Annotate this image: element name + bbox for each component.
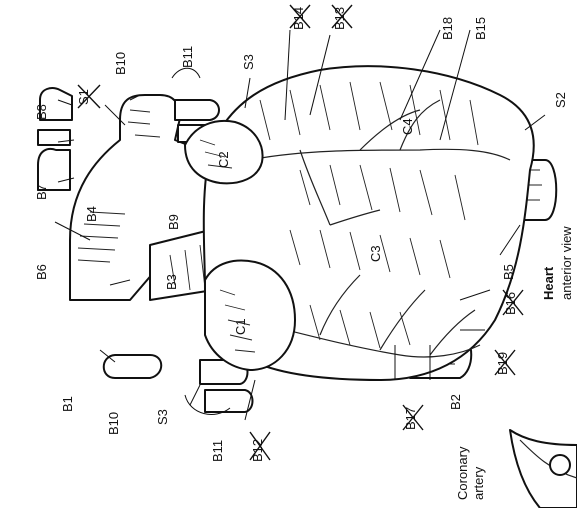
svg-text:B10: B10 (113, 52, 128, 75)
label-C4: C4 (400, 118, 415, 135)
svg-text:B11: B11 (180, 46, 195, 68)
svg-text:B8: B8 (34, 104, 49, 120)
svg-text:B2: B2 (448, 394, 463, 410)
svg-text:S2: S2 (553, 92, 568, 108)
label-B3: B3 (164, 274, 179, 290)
svg-text:B15: B15 (473, 17, 488, 40)
svg-text:C4: C4 (400, 118, 415, 135)
label-B6: B6 (34, 264, 49, 280)
label-B10-top: B10 (113, 52, 128, 75)
label-B15: B15 (473, 17, 488, 40)
svg-text:S3: S3 (155, 409, 170, 425)
label-S2: S2 (553, 92, 568, 108)
label-B18: B18 (440, 17, 455, 40)
label-B9: B9 (166, 214, 181, 230)
label-B8: B8 (34, 104, 49, 120)
label-B10-bottom: B10 (106, 412, 121, 435)
svg-text:B1: B1 (60, 396, 75, 412)
label-S3-top: S3 (241, 54, 256, 70)
svg-text:C1: C1 (233, 318, 248, 335)
svg-text:C2: C2 (216, 151, 231, 168)
svg-text:B11: B11 (210, 440, 225, 462)
svg-text:B10: B10 (106, 412, 121, 435)
svg-text:Coronary: Coronary (455, 446, 470, 500)
svg-text:anterior view: anterior view (559, 226, 574, 300)
inset-caption: Coronary artery (455, 446, 486, 500)
svg-text:B9: B9 (166, 214, 181, 230)
label-B11-bottom: B11 (210, 440, 225, 462)
svg-text:C3: C3 (368, 245, 383, 262)
svg-text:B4: B4 (84, 206, 99, 222)
label-S3-bottom: S3 (155, 409, 170, 425)
label-C2: C2 (216, 151, 231, 168)
label-B4: B4 (84, 206, 99, 222)
label-B2: B2 (448, 394, 463, 410)
label-B1: B1 (60, 396, 75, 412)
svg-text:B18: B18 (440, 17, 455, 40)
figure-caption: Heart anterior view (541, 226, 574, 300)
svg-text:artery: artery (471, 466, 486, 500)
svg-text:B7: B7 (34, 184, 49, 200)
label-B11-top: B11 (180, 46, 195, 68)
left-auricle-C1 (205, 261, 295, 370)
svg-text:B5: B5 (501, 264, 516, 280)
label-C3: C3 (368, 245, 383, 262)
label-B5: B5 (501, 264, 516, 280)
svg-text:Heart: Heart (541, 266, 556, 300)
label-B7: B7 (34, 184, 49, 200)
coronary-artery-inset (510, 430, 577, 508)
label-C1: C1 (233, 318, 248, 335)
svg-text:S3: S3 (241, 54, 256, 70)
svg-text:B3: B3 (164, 274, 179, 290)
svg-text:B6: B6 (34, 264, 49, 280)
